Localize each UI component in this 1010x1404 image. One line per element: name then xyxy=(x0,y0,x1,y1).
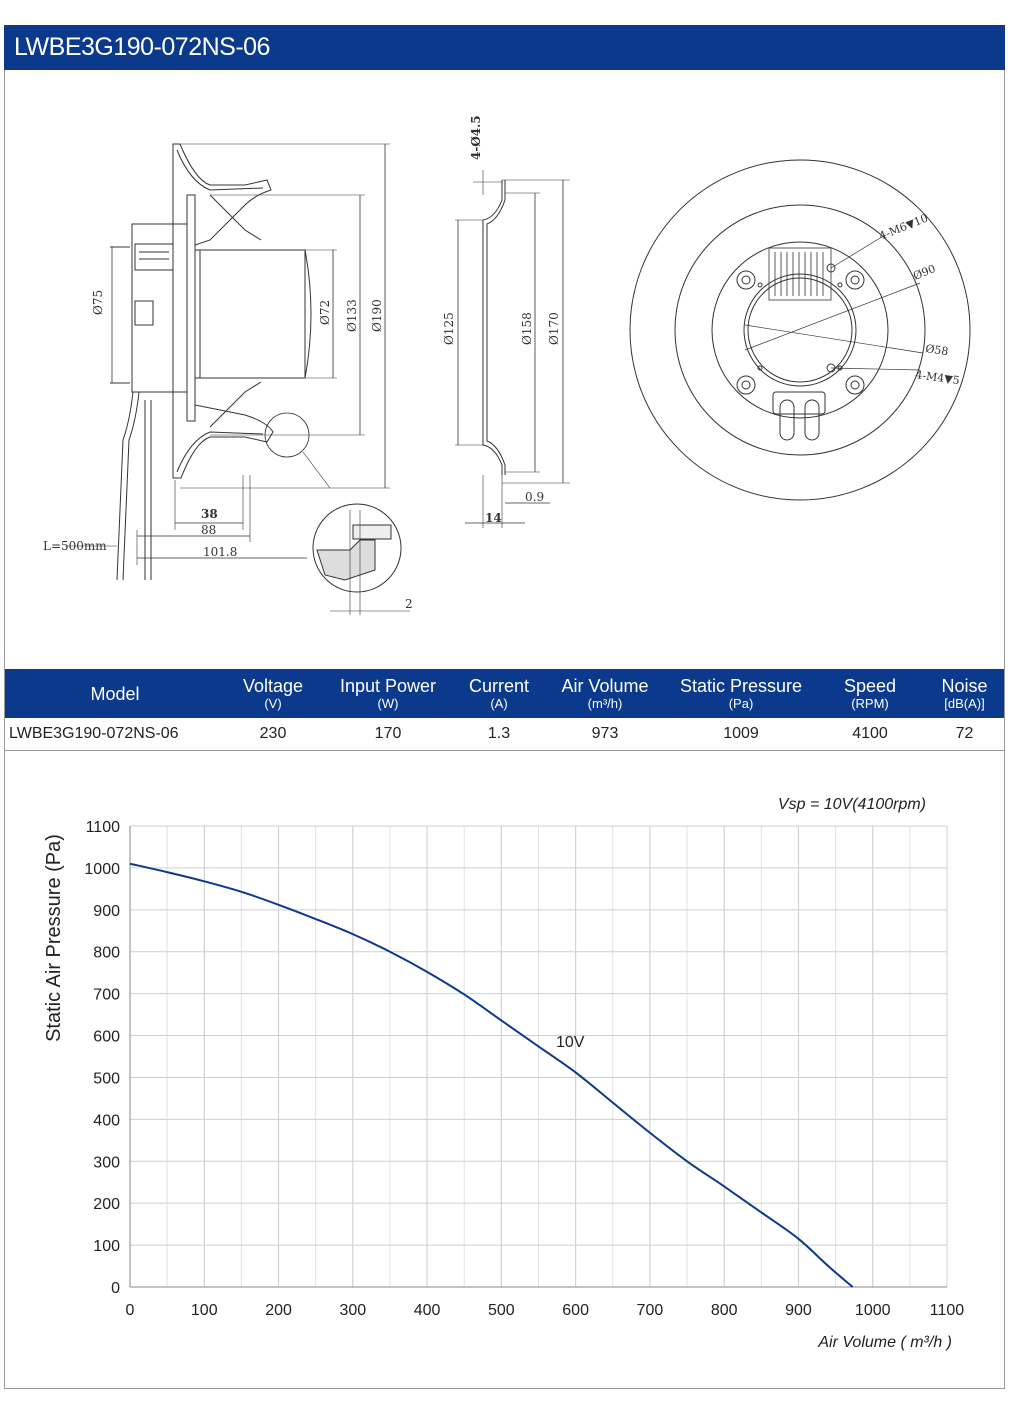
header-air-volume: Air Volume(m³/h) xyxy=(561,675,649,711)
table-row: LWBE3G190-072NS-06 230 170 1.3 973 1009 … xyxy=(5,718,1004,751)
dim-cable-length: L=500mm xyxy=(43,539,107,553)
cell-static-pressure: 1009 xyxy=(667,718,815,751)
front-view-outer xyxy=(629,159,971,501)
dim-14: 14 xyxy=(485,511,502,525)
header-noise: Noise[dB(A)] xyxy=(941,675,988,711)
dim-m6: 4-M6▼10 xyxy=(877,211,930,242)
header-input-power: Input Power(W) xyxy=(339,675,437,711)
performance-chart: 0 100 200 300 400 500 600 700 800 900 1000 1100 0 100… xyxy=(5,752,1004,1382)
dim-88: 88 xyxy=(201,523,216,537)
x-axis-label: Air Volume ( m³/h ) xyxy=(817,1334,952,1351)
x-tick-label: 0 xyxy=(126,1302,135,1319)
x-tick-label: 900 xyxy=(785,1302,812,1319)
dim-d158: Ø158 xyxy=(520,312,534,345)
dim-d125: Ø125 xyxy=(442,312,456,345)
y-tick-label: 0 xyxy=(111,1280,120,1297)
dim-m4: 4-M4▼5 xyxy=(915,368,961,387)
dim-d58: Ø58 xyxy=(925,342,950,358)
dim-2: 2 xyxy=(405,597,413,611)
page-title: LWBE3G190-072NS-06 xyxy=(4,25,1005,70)
cell-noise: 72 xyxy=(925,718,1004,751)
cell-current: 1.3 xyxy=(455,718,543,751)
dim-d170: Ø170 xyxy=(547,312,561,345)
y-tick-label: 200 xyxy=(93,1196,120,1213)
header-static-pressure: Static Pressure(Pa) xyxy=(679,675,803,711)
dim-38: 38 xyxy=(201,507,218,521)
chart-title: Vsp = 10V(4100rpm) xyxy=(778,796,926,813)
y-tick-label: 300 xyxy=(93,1154,120,1171)
cell-input-power: 170 xyxy=(321,718,455,751)
header-current: Current(A) xyxy=(468,675,530,711)
dim-09: 0.9 xyxy=(525,490,544,504)
dim-holes: 4-Ø4.5 xyxy=(469,115,483,160)
dim-d90: Ø90 xyxy=(911,262,937,283)
dim-d190: Ø190 xyxy=(370,299,384,332)
series-label: 10V xyxy=(556,1034,585,1051)
x-tick-label: 100 xyxy=(191,1302,218,1319)
x-tick-label: 700 xyxy=(637,1302,664,1319)
cell-model: LWBE3G190-072NS-06 xyxy=(5,718,225,751)
header-speed: Speed(RPM) xyxy=(843,675,897,711)
x-tick-label: 1100 xyxy=(930,1302,965,1319)
y-tick-label: 1100 xyxy=(86,819,121,836)
x-tick-label: 1000 xyxy=(855,1302,891,1319)
motor-body xyxy=(194,249,306,379)
y-tick-label: 600 xyxy=(93,1029,120,1046)
y-tick-label: 500 xyxy=(93,1070,120,1087)
header-model: Model xyxy=(90,683,140,704)
cell-speed: 4100 xyxy=(815,718,925,751)
x-tick-label: 200 xyxy=(265,1302,292,1319)
technical-drawing: Ø75 Ø72 Ø133 Ø190 L=500mm 38 88 101.8 2 … xyxy=(5,70,1004,668)
dim-d133: Ø133 xyxy=(345,299,359,332)
inlet-ring-section xyxy=(482,180,503,475)
y-tick-label: 900 xyxy=(93,903,120,920)
spec-header-row: Model Voltage(V) Input Power(W) Current(… xyxy=(5,669,1004,718)
y-tick-label: 400 xyxy=(93,1112,120,1129)
x-tick-label: 600 xyxy=(562,1302,589,1319)
y-tick-label: 100 xyxy=(93,1238,120,1255)
impeller-outline xyxy=(172,143,274,479)
spec-table: Model Voltage(V) Input Power(W) Current(… xyxy=(5,669,1004,751)
dim-101: 101.8 xyxy=(203,545,237,559)
cell-voltage: 230 xyxy=(225,718,321,751)
x-tick-label: 800 xyxy=(711,1302,738,1319)
dim-d75: Ø75 xyxy=(91,290,105,315)
y-tick-label: 1000 xyxy=(84,861,120,878)
x-tick-label: 500 xyxy=(488,1302,515,1319)
cell-air-volume: 973 xyxy=(543,718,667,751)
y-axis-label: Static Air Pressure (Pa) xyxy=(43,834,65,1042)
dim-d72: Ø72 xyxy=(318,300,332,325)
x-tick-label: 400 xyxy=(414,1302,441,1319)
y-tick-label: 800 xyxy=(93,945,120,962)
x-tick-label: 300 xyxy=(339,1302,366,1319)
header-voltage: Voltage(V) xyxy=(242,675,304,711)
y-tick-label: 700 xyxy=(93,987,120,1004)
series-line-10v xyxy=(129,862,854,1288)
